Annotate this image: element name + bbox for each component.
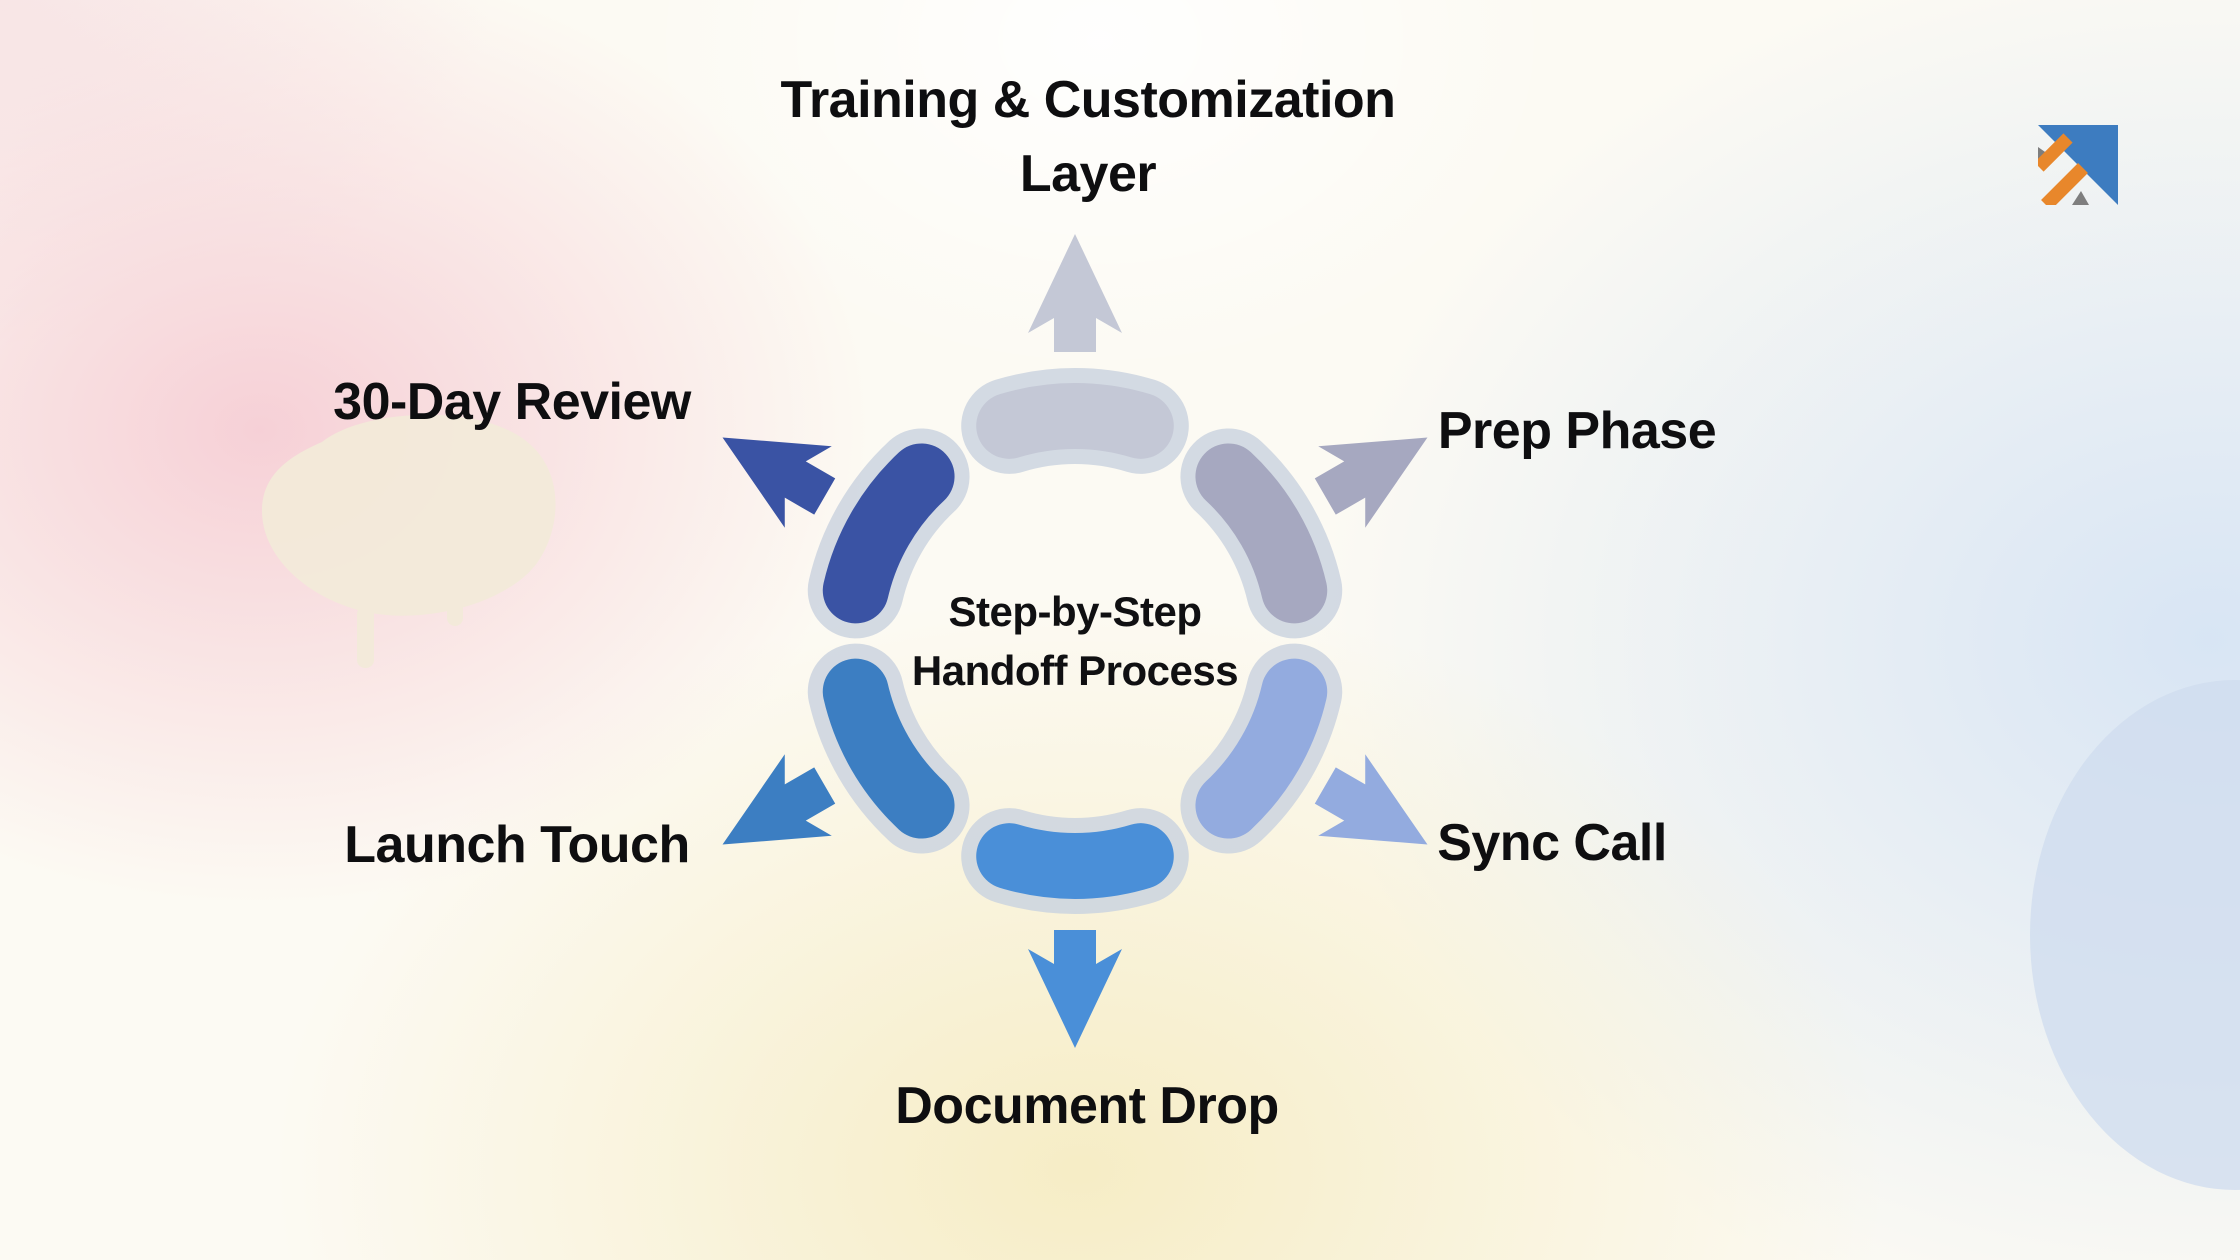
center-title-line: Handoff Process bbox=[911, 647, 1239, 694]
logo-gray-triangle bbox=[2072, 191, 2089, 205]
arrow-document-drop bbox=[1028, 930, 1122, 1048]
process-ring bbox=[722, 234, 1428, 1048]
paint-splat-blob bbox=[262, 414, 556, 668]
arrow-sync-call bbox=[1314, 754, 1428, 845]
paint-drip bbox=[447, 560, 463, 626]
step-label-launch-touch: Launch Touch bbox=[344, 816, 690, 874]
logo-orange-stripe bbox=[2038, 133, 2073, 172]
logo-orange-stripe bbox=[2041, 163, 2088, 205]
diagram-center-title: Step-by-Step Handoff Process bbox=[911, 582, 1239, 700]
brand-logo bbox=[2038, 125, 2118, 205]
arrow-30-day-review bbox=[722, 437, 836, 528]
segment-document-drop bbox=[976, 823, 1174, 899]
segment-30-day-review bbox=[822, 443, 955, 624]
segment-launch-touch bbox=[822, 658, 955, 839]
blue-corner-blob bbox=[2030, 680, 2240, 1190]
segment-training-customization-layer bbox=[976, 383, 1174, 459]
step-label-prep-phase: Prep Phase bbox=[1437, 402, 1717, 460]
step-label-30-day-review: 30-Day Review bbox=[333, 373, 691, 431]
segment-prep-phase bbox=[1195, 443, 1328, 624]
step-label-sync-call: Sync Call bbox=[1437, 814, 1667, 872]
arrow-prep-phase bbox=[1314, 437, 1428, 528]
paint-drip bbox=[357, 606, 374, 668]
arrow-training-customization-layer bbox=[1028, 234, 1122, 352]
step-label-line: Training & Customization bbox=[780, 71, 1396, 129]
step-label-training-customization-layer: Training & Customization Layer bbox=[781, 63, 1396, 211]
paint-splat-shape bbox=[262, 414, 556, 616]
step-label-line: Layer bbox=[1019, 145, 1157, 203]
center-title-line: Step-by-Step bbox=[948, 588, 1202, 635]
step-label-document-drop: Document Drop bbox=[895, 1077, 1279, 1135]
arrow-launch-touch bbox=[722, 754, 836, 845]
segment-sync-call bbox=[1195, 658, 1328, 839]
